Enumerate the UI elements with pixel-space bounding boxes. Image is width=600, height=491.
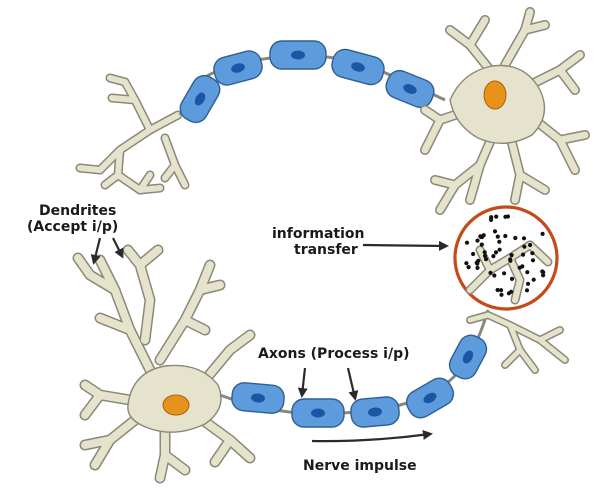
- neurotransmitter-dot: [509, 289, 514, 294]
- transfer-label: transfer: [294, 242, 358, 258]
- neurotransmitter-dot: [495, 234, 500, 239]
- myelin-sheath: [448, 334, 488, 380]
- neurotransmitter-dot: [540, 231, 545, 236]
- neurotransmitter-dot: [495, 287, 500, 293]
- neurotransmitter-dot: [488, 270, 493, 275]
- neurotransmitter-dot: [483, 257, 489, 262]
- cell-nucleus: [483, 80, 507, 110]
- neurotransmitter-dot: [503, 214, 508, 219]
- neurotransmitter-dot: [478, 234, 483, 239]
- neurotransmitter-dot: [493, 250, 499, 255]
- information-transfer-arrow: [362, 240, 449, 251]
- neurotransmitter-dot: [513, 235, 518, 241]
- dendrites-label-sub: (Accept i/p): [27, 219, 119, 235]
- neurotransmitter-dot: [497, 247, 502, 252]
- neurotransmitter-dot: [503, 233, 508, 239]
- neurotransmitter-dot: [466, 265, 471, 270]
- dendrites-label: Dendrites: [39, 203, 117, 219]
- neurotransmitter-dot: [499, 292, 504, 297]
- neurotransmitter-dot: [531, 277, 536, 282]
- myelin-sheath: [405, 377, 455, 419]
- neurotransmitter-dot: [541, 273, 546, 278]
- myelin-sheath: [179, 74, 221, 124]
- neurotransmitter-dot: [464, 261, 469, 266]
- myelin-sheath: [291, 398, 345, 428]
- bottom-right-terminal-dendrites: [466, 311, 569, 374]
- neurotransmitter-dot: [509, 253, 514, 258]
- neurotransmitter-dot: [524, 288, 530, 293]
- neurotransmitter-dot: [482, 250, 487, 255]
- myelin-sheath: [269, 40, 327, 70]
- neurotransmitter-dot: [476, 258, 481, 263]
- dendrites-arrow-2: [112, 237, 124, 259]
- neurotransmitter-dot: [509, 276, 515, 281]
- axons-arrow-1: [297, 367, 308, 398]
- neurotransmitter-dot: [530, 251, 535, 256]
- axons-arrow-2: [346, 367, 359, 401]
- myelin-sheath: [331, 48, 385, 86]
- myelin-sheath: [350, 396, 400, 428]
- neurotransmitter-dot: [499, 288, 504, 293]
- bottom-left-neuron: [72, 244, 256, 484]
- cell-nucleus: [162, 394, 190, 416]
- neurotransmitter-dot: [471, 251, 476, 257]
- bottom-myelin-sheaths: [231, 334, 488, 428]
- neurotransmitter-dot: [530, 258, 536, 263]
- neurotransmitter-dot: [522, 244, 527, 249]
- neurotransmitter-dot: [541, 270, 546, 275]
- neurotransmitter-dot: [492, 273, 497, 278]
- neurotransmitter-dot: [521, 236, 527, 241]
- top-right-neuron: [420, 7, 590, 215]
- neurotransmitter-dot: [464, 240, 470, 245]
- neurotransmitter-dot: [494, 214, 499, 219]
- myelin-sheath: [231, 382, 285, 414]
- neurotransmitter-dot: [489, 215, 494, 220]
- nerve-impulse-label: Nerve impulse: [303, 458, 417, 474]
- neurotransmitter-dot: [482, 253, 488, 258]
- dendrites-arrow-1: [90, 237, 102, 265]
- neurotransmitter-dot: [502, 271, 507, 276]
- nerve-impulse-arrow: [311, 429, 433, 443]
- information-label: information: [272, 226, 365, 242]
- myelin-sheath: [385, 69, 435, 109]
- axons-label: Axons (Process i/p): [258, 346, 410, 362]
- neurotransmitter-dot: [479, 242, 484, 247]
- top-myelin-sheaths: [179, 40, 435, 124]
- neurotransmitter-dot: [508, 257, 513, 262]
- neurotransmitter-dots: [464, 214, 546, 297]
- top-axon-terminal-dendrites: [75, 73, 190, 195]
- neurotransmitter-dot: [475, 238, 480, 243]
- neurotransmitter-dot: [475, 265, 480, 270]
- myelin-sheath: [213, 50, 263, 86]
- neurotransmitter-dot: [517, 265, 522, 270]
- synapse-circle: [453, 205, 559, 311]
- neurotransmitter-dot: [528, 242, 533, 248]
- neurotransmitter-dot: [525, 270, 530, 275]
- neurotransmitter-dot: [521, 252, 526, 257]
- neurotransmitter-dot: [491, 254, 496, 259]
- neurotransmitter-dot: [492, 229, 498, 234]
- neurotransmitter-dot: [497, 239, 502, 244]
- neurotransmitter-dot: [525, 281, 531, 286]
